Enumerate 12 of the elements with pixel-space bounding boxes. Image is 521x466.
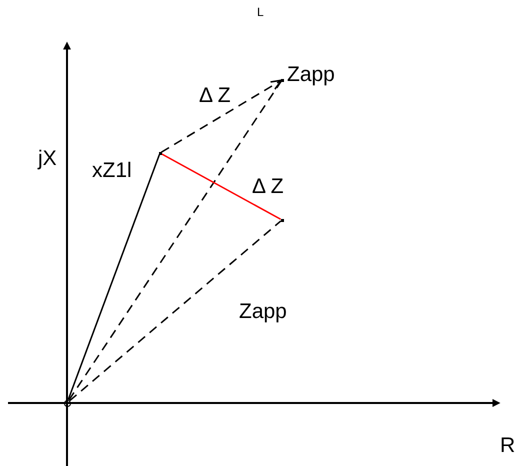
vertex-point [158, 152, 162, 154]
axis-label: jX [38, 148, 57, 169]
dashed-arrow [160, 79, 282, 153]
dashed-line [68, 80, 282, 400]
dashed-line [69, 220, 282, 402]
vertex-point [280, 78, 284, 82]
tick-mark-text: L [257, 6, 264, 18]
vector-label: Zapp [287, 64, 335, 85]
vector-label: xZ1l [92, 160, 132, 181]
origin-circle [64, 400, 70, 406]
vertex-point [280, 218, 284, 222]
axis-label: R [500, 435, 516, 456]
